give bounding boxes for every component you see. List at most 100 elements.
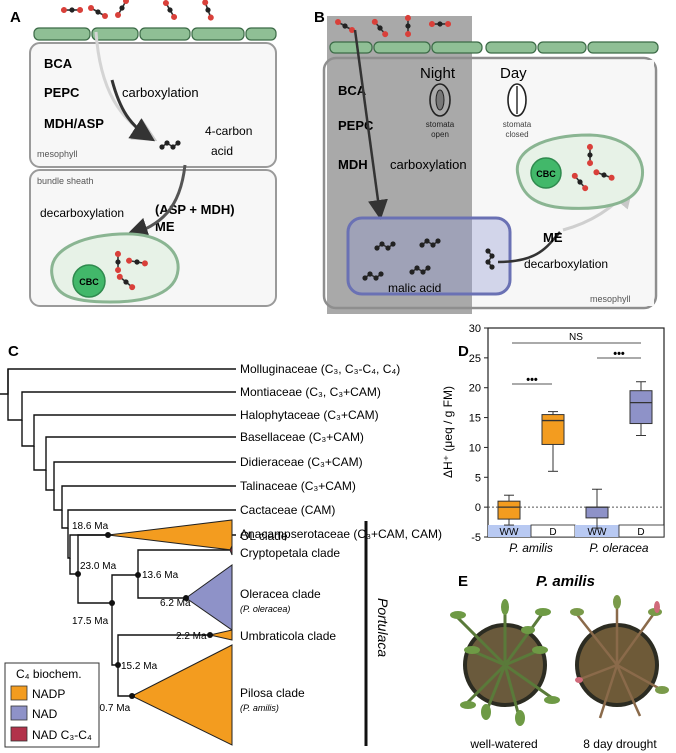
panel-b-stomata-open-icon	[429, 83, 451, 117]
node-age-labels: 18.6 Ma 23.0 Ma 13.6 Ma 6.2 Ma 17.5 Ma 2…	[72, 521, 207, 714]
species-label: P. oleracea	[589, 541, 648, 555]
panel-b-night-shading	[327, 16, 472, 314]
y-tick-label: 15	[469, 413, 481, 425]
panel-a-asp-mdh: (ASP + MDH)	[155, 202, 235, 217]
panel-a: A BCA PEPC MDH/ASP carboxylation 4-carbo…	[10, 0, 277, 307]
family-label: Molluginaceae (C₃, C₃-C₄, C₄)	[240, 362, 400, 376]
node-age: 15.2 Ma	[121, 661, 158, 672]
legend-title: C₄ biochem.	[16, 667, 82, 681]
panel-b-me: ME	[543, 230, 563, 245]
oleracea-clade-triangle	[185, 564, 233, 631]
box-series	[497, 381, 653, 529]
panel-a-carboxylation-arrow	[110, 79, 156, 142]
panel-e-title: P. amilis	[536, 573, 595, 590]
family-labels: Molluginaceae (C₃, C₃-C₄, C₄) Montiaceae…	[240, 362, 442, 541]
panel-a-carboxylation: carboxylation	[122, 85, 199, 100]
panel-b-letter: B	[314, 9, 325, 26]
genus-label: Portulaca	[375, 598, 391, 657]
x-tick-label: D	[549, 527, 556, 538]
panel-b-cbc-circle	[530, 157, 562, 189]
panel-b-stomata-open-1: stomata	[426, 120, 455, 129]
family-label: Basellaceae (C₃+CAM)	[240, 430, 364, 444]
family-label: Anacampserotaceae (C₃+CAM, CAM)	[240, 527, 442, 541]
panel-c: C	[0, 343, 442, 748]
legend-swatch-nad-c3-c4	[10, 726, 28, 742]
clade-label: Umbraticola clade	[240, 629, 336, 643]
panel-b-malic-acid: malic acid	[388, 281, 441, 295]
panel-b-enzyme-mdh: MDH	[338, 157, 368, 172]
panel-a-mesophyll-label: mesophyll	[37, 149, 78, 159]
family-label: Didieraceae (C₃+CAM)	[240, 455, 363, 469]
panel-b-enzyme-bca: BCA	[338, 83, 367, 98]
box-body	[629, 390, 653, 425]
cryptopetala-clade-triangle	[229, 545, 233, 556]
node-age: 17.5 Ma	[72, 616, 109, 627]
y-tick-label: 10	[469, 442, 481, 454]
panel-a-epidermis	[33, 27, 277, 41]
clade-species: (P. oleracea)	[240, 604, 290, 614]
panel-a-product-line1: 4-carbon	[205, 124, 252, 138]
panel-b-decarboxylation-line	[497, 231, 561, 264]
legend-swatch-nadp	[10, 685, 28, 701]
y-axis-label: ΔH⁺ (μeq / g FM)	[441, 386, 455, 478]
clade-label: Pilosa clade	[240, 686, 305, 700]
panel-b-stomata-closed-icon	[507, 83, 527, 117]
node-age: 2.2 Ma	[176, 631, 207, 642]
clade-label: OL clade	[240, 529, 288, 543]
node-age: 18.6 Ma	[72, 521, 109, 532]
species-label: P. amilis	[509, 541, 553, 555]
y-tick-label: 5	[475, 472, 481, 484]
drought-caption: 8 day drought	[583, 737, 657, 751]
node-age: 13.6 Ma	[142, 570, 179, 581]
panel-b-mesophyll-label: mesophyll	[590, 294, 631, 304]
panel-a-enzyme-mdh-asp: MDH/ASP	[44, 116, 104, 131]
panel-b-stomata-open-2: open	[431, 130, 449, 139]
well-watered-caption: well-watered	[469, 737, 537, 751]
family-label: Montiaceae (C₃, C₃+CAM)	[240, 385, 381, 399]
y-tick-label: 25	[469, 353, 481, 365]
x-tick-label: WW	[588, 527, 607, 538]
legend-swatch-nad	[10, 705, 28, 721]
panel-a-transport-arrow	[124, 164, 187, 241]
panel-b-carboxylation: carboxylation	[390, 157, 467, 172]
panel-a-enzyme-pepc: PEPC	[44, 85, 80, 100]
panel-a-co2-molecules	[59, 0, 221, 23]
panel-a-enzyme-bca: BCA	[44, 56, 73, 71]
y-tick-label: -5	[471, 532, 481, 544]
ol-clade-triangle	[107, 519, 233, 551]
clade-labels: OL clade Cryptopetala clade Oleracea cla…	[240, 529, 340, 713]
clade-label: Oleracea clade	[240, 587, 321, 601]
panel-d: D ΔH⁺ (μeq / g FM) 30 25 20 15 10 5 0 -5 WW D W…	[441, 323, 665, 555]
legend-label: NADP	[32, 687, 65, 701]
panel-a-me: ME	[155, 219, 175, 234]
panel-b-stomata-closed-1: stomata	[503, 120, 532, 129]
panel-d-letter: D	[458, 343, 469, 360]
panel-c-letter: C	[8, 343, 19, 360]
umbraticola-clade-triangle	[209, 629, 233, 641]
panel-e-letter: E	[458, 573, 468, 590]
panel-b: B BCA PEPC MDH Night Day	[314, 9, 659, 314]
phylogeny-tree	[0, 368, 236, 697]
panel-a-chloroplast	[50, 232, 180, 304]
legend-label: NAD C₃-C₄	[32, 728, 92, 742]
well-watered-plant-image	[450, 599, 560, 726]
family-label: Halophytaceae (C₃+CAM)	[240, 408, 379, 422]
y-tick-label: 0	[475, 502, 481, 514]
x-tick-bg-ww-2	[575, 525, 619, 537]
panel-b-vacuole	[346, 216, 512, 296]
panel-a-bundle-sheath-label: bundle sheath	[37, 176, 94, 186]
panel-e: E P. amilis well-watered	[450, 573, 669, 751]
panel-a-letter: A	[10, 9, 21, 26]
panel-b-mesophyll-cell	[322, 56, 658, 310]
legend-label: NAD	[32, 707, 58, 721]
drought-plant-image	[570, 595, 669, 719]
y-tick-label: 30	[469, 323, 481, 335]
clade-species: (P. amilis)	[240, 703, 279, 713]
panel-b-chloroplast	[515, 133, 644, 210]
x-tick-bg-d-2	[618, 524, 665, 538]
y-ticks: 30 25 20 15 10 5 0 -5	[469, 323, 488, 544]
y-tick-label: 20	[469, 383, 481, 395]
x-tick-label: WW	[500, 527, 519, 538]
panel-a-product-line2: acid	[211, 144, 233, 158]
